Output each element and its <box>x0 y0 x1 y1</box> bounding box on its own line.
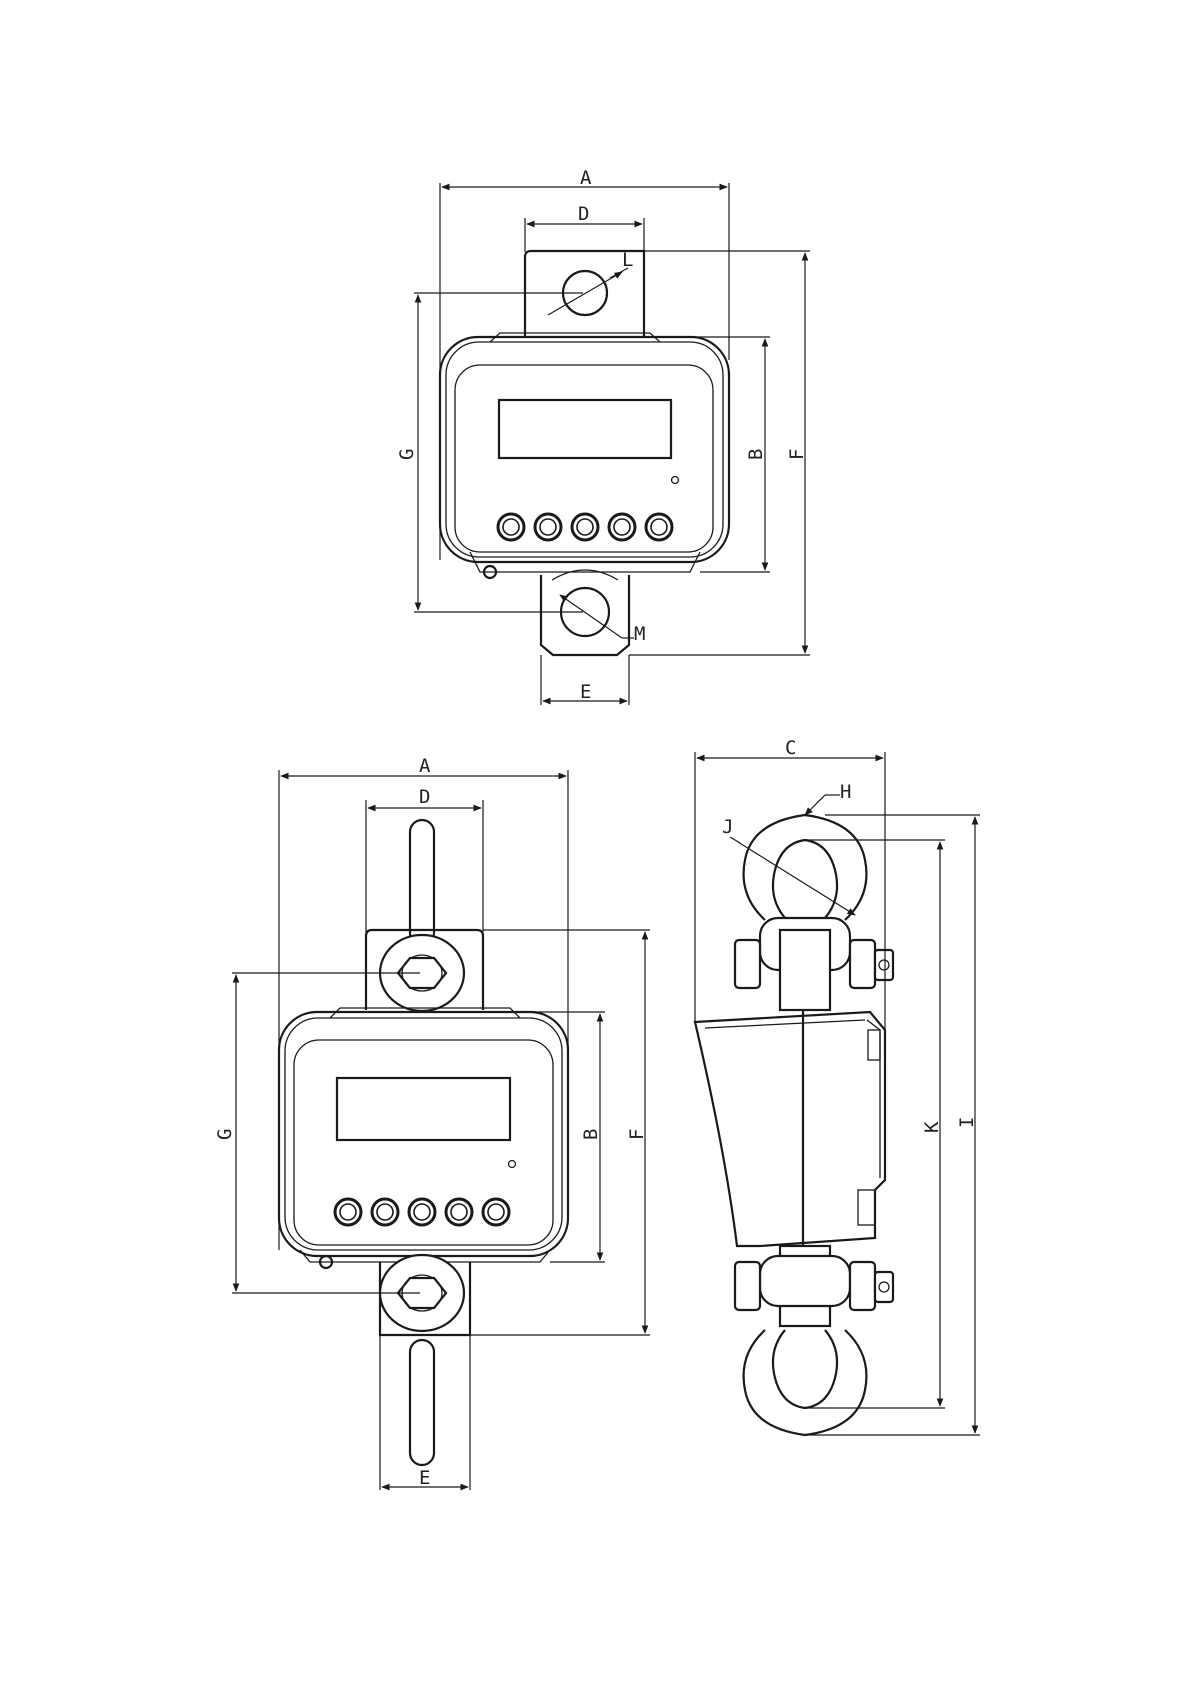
dim-d-2: D <box>366 786 483 932</box>
bottom-front-view: A D G B F <box>214 755 650 1490</box>
label-d-2: D <box>419 786 430 808</box>
label-k: K <box>921 1121 943 1133</box>
top-front-view: A D L G B <box>396 167 810 705</box>
label-h: H <box>840 781 851 803</box>
dim-l: L <box>548 249 633 315</box>
label-f-2: F <box>626 1129 648 1140</box>
label-e: E <box>580 681 591 703</box>
label-c: C <box>785 737 796 759</box>
label-a: A <box>580 167 592 189</box>
dim-e-2: E <box>380 1335 470 1490</box>
side-view: C H J K I <box>695 737 980 1435</box>
label-g-2: G <box>214 1129 236 1140</box>
label-i: I <box>956 1117 978 1128</box>
label-b: B <box>745 449 767 460</box>
label-f: F <box>786 449 808 460</box>
label-d: D <box>578 203 589 225</box>
label-e-2: E <box>419 1467 430 1489</box>
label-m: M <box>634 623 645 645</box>
label-b-2: B <box>580 1129 602 1140</box>
dim-m: M <box>560 595 645 645</box>
label-j: J <box>722 816 733 838</box>
label-a-2: A <box>419 755 431 777</box>
dim-e: E <box>541 655 629 705</box>
label-l: L <box>622 249 633 271</box>
label-g: G <box>396 449 418 460</box>
dim-d: D <box>525 203 644 252</box>
dim-h: H <box>805 781 851 815</box>
